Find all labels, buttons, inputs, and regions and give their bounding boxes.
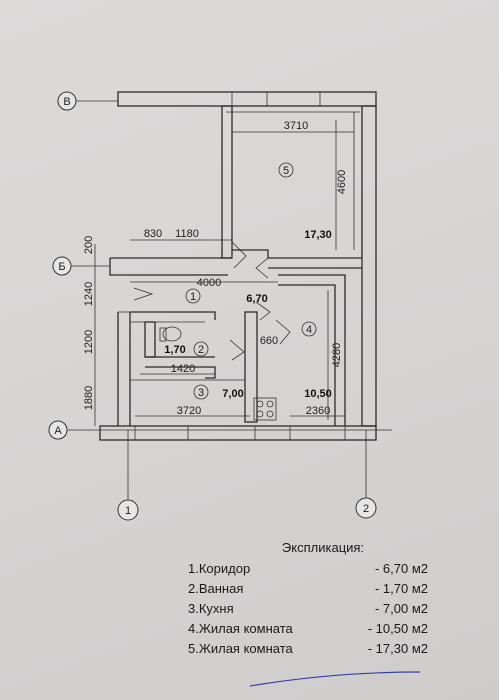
dim-4280: 4280 xyxy=(331,343,343,367)
legend-item: 5.Жилая комната - 17,30 м2 xyxy=(188,639,428,659)
dim-830: 830 xyxy=(144,228,162,240)
legend-item-value: - 17,30 м2 xyxy=(367,641,428,656)
room-5-walls xyxy=(221,105,362,269)
svg-text:В: В xyxy=(63,96,70,108)
legend-item: 3.Кухня - 7,00 м2 xyxy=(188,599,428,619)
svg-text:1: 1 xyxy=(190,291,196,303)
svg-text:2: 2 xyxy=(363,503,369,515)
svg-text:3: 3 xyxy=(198,387,204,399)
legend-item-name: 3.Кухня xyxy=(188,601,234,616)
svg-text:Б: Б xyxy=(58,261,65,273)
dim-2360: 2360 xyxy=(306,405,330,417)
axis-a-marker: А xyxy=(48,420,392,440)
axis-b-marker: В xyxy=(57,91,118,111)
inner-walls xyxy=(130,274,346,426)
legend-item-value: - 6,70 м2 xyxy=(374,561,428,576)
legend-title: Экспликация: xyxy=(281,540,365,555)
door-swings xyxy=(133,241,291,361)
dim-1880: 1880 xyxy=(83,386,95,410)
dim-1180: 1180 xyxy=(175,228,199,240)
room-number-3: 3 xyxy=(193,384,209,400)
legend-item-name: 2.Ванная xyxy=(188,581,244,596)
svg-text:А: А xyxy=(54,425,62,437)
dim-1240: 1240 xyxy=(83,282,95,306)
toilet-fixture xyxy=(159,326,182,342)
legend-item-value: - 10,50 м2 xyxy=(367,621,428,636)
svg-text:5: 5 xyxy=(283,165,289,177)
svg-text:4: 4 xyxy=(306,324,312,336)
explication-legend: Экспликация: 1.Коридор - 6,70 м2 2.Ванна… xyxy=(188,540,428,659)
room-number-5: 5 xyxy=(278,162,294,178)
dim-200: 200 xyxy=(83,236,95,254)
legend-item: 4.Жилая комната - 10,50 м2 xyxy=(188,619,428,639)
room-3-area: 7,00 xyxy=(222,388,243,400)
legend-item-value: - 1,70 м2 xyxy=(374,581,428,596)
dim-660: 660 xyxy=(260,335,278,347)
stove-fixture xyxy=(253,397,277,421)
room-number-2: 2 xyxy=(193,341,209,357)
dimension-lines xyxy=(94,120,354,426)
dim-1200: 1200 xyxy=(83,330,95,354)
legend-item-name: 1.Коридор xyxy=(188,561,251,576)
svg-text:1: 1 xyxy=(125,505,131,517)
legend-item-value: - 7,00 м2 xyxy=(374,601,428,616)
dim-4600: 4600 xyxy=(336,170,348,194)
room-number-1: 1 xyxy=(185,288,201,304)
dim-3710: 3710 xyxy=(284,120,308,132)
legend-item: 2.Ванная - 1,70 м2 xyxy=(188,579,428,599)
svg-text:2: 2 xyxy=(198,344,204,356)
axis-1-marker: 1 xyxy=(117,430,139,521)
exterior-walls xyxy=(99,91,377,441)
legend-item-name: 4.Жилая комната xyxy=(188,621,293,636)
dim-4000: 4000 xyxy=(197,277,221,289)
room-number-4: 4 xyxy=(301,321,317,337)
legend-item-name: 5.Жилая комната xyxy=(188,641,293,656)
dim-1420: 1420 xyxy=(171,363,195,375)
legend-item: 1.Коридор - 6,70 м2 xyxy=(188,559,428,579)
axis-2-marker: 2 xyxy=(355,430,377,519)
room-2-area: 1,70 xyxy=(164,344,185,356)
room-1-area: 6,70 xyxy=(246,293,267,305)
room-5-area: 17,30 xyxy=(304,229,332,241)
axis-be-marker: Б xyxy=(52,256,110,276)
room-4-area: 10,50 xyxy=(304,388,332,400)
dim-3720: 3720 xyxy=(177,405,201,417)
